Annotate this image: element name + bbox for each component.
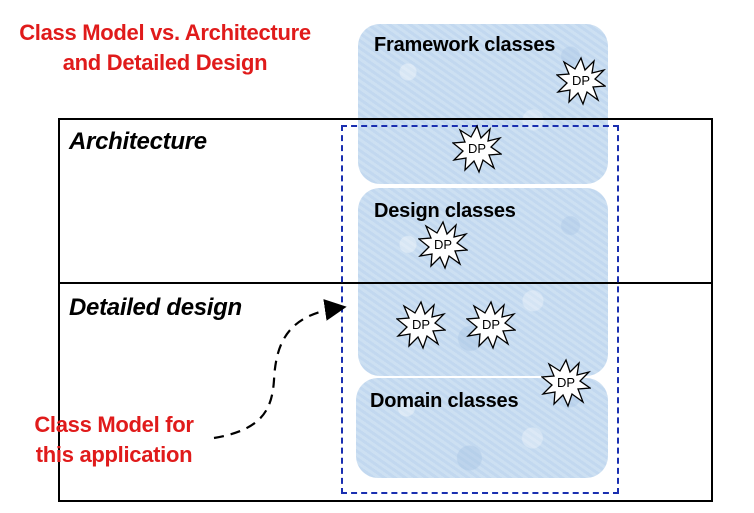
callout-line1: Class Model for xyxy=(34,412,194,437)
framework-classes-blob: Framework classes xyxy=(358,24,608,184)
diagram-title-line1: Class Model vs. Architecture xyxy=(19,20,311,45)
starburst-icon xyxy=(541,358,591,408)
diagram-title: Class Model vs. Architecture and Detaile… xyxy=(0,18,330,78)
design-pattern-starburst: DP xyxy=(452,124,502,174)
design-pattern-starburst: DP xyxy=(541,358,591,408)
diagram-title-line2: and Detailed Design xyxy=(62,50,268,75)
design-pattern-starburst: DP xyxy=(466,300,516,350)
starburst-icon xyxy=(556,56,606,106)
dp-label: DP xyxy=(481,317,501,332)
dp-label: DP xyxy=(467,141,487,156)
detailed-design-layer: Detailed design xyxy=(58,282,713,502)
dp-label: DP xyxy=(411,317,431,332)
domain-classes-label: Domain classes xyxy=(370,390,519,412)
design-pattern-starburst: DP xyxy=(556,56,606,106)
starburst-icon xyxy=(452,124,502,174)
callout-label: Class Model for this application xyxy=(16,410,212,470)
starburst-icon xyxy=(418,220,468,270)
design-pattern-starburst: DP xyxy=(396,300,446,350)
dp-label: DP xyxy=(571,73,591,88)
framework-classes-label: Framework classes xyxy=(374,34,556,56)
dp-label: DP xyxy=(433,237,453,252)
detailed-design-label: Detailed design xyxy=(69,294,242,321)
architecture-label: Architecture xyxy=(69,128,207,155)
dp-label: DP xyxy=(556,375,576,390)
design-pattern-starburst: DP xyxy=(418,220,468,270)
callout-line2: this application xyxy=(35,442,193,467)
starburst-icon xyxy=(466,300,516,350)
design-classes-label: Design classes xyxy=(374,200,516,222)
starburst-icon xyxy=(396,300,446,350)
